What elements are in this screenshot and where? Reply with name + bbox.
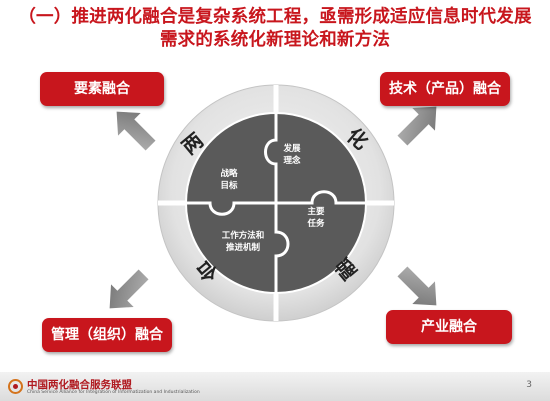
page-number: 3: [526, 380, 532, 390]
piece-label-concept-2: 理念: [283, 155, 301, 166]
piece-label-methods-1: 工作方法和: [222, 230, 265, 241]
footer-org-name-en: China Service Alliance for Integration o…: [27, 390, 200, 395]
alliance-logo-icon: [8, 379, 23, 394]
footer-bar: 中国两化融合服务联盟 China Service Alliance for In…: [0, 372, 550, 401]
box-technology-integration: 技术（产品）融合: [380, 72, 510, 106]
slide-title-line2: 需求的系统化新理论和新方法: [159, 30, 391, 50]
piece-label-strategy-1: 战略: [220, 168, 238, 179]
arrow-top-right-icon: [397, 106, 437, 146]
footer-org-name: 中国两化融合服务联盟: [27, 379, 132, 391]
piece-label-methods-2: 推进机制: [226, 242, 261, 253]
piece-label-strategy-2: 目标: [220, 180, 238, 191]
piece-label-tasks-1: 主要: [307, 206, 325, 217]
box-factor-integration: 要素融合: [40, 72, 164, 106]
piece-label-tasks-2: 任务: [306, 218, 325, 229]
box-management-integration: 管理（组织）融合: [42, 318, 172, 352]
slide-title-line1: （一）推进两化融合是复杂系统工程，亟需形成适应信息时代发展: [18, 7, 532, 27]
arrow-top-left-icon: [116, 111, 156, 151]
puzzle-circle: [186, 113, 366, 293]
slide-title: （一）推进两化融合是复杂系统工程，亟需形成适应信息时代发展 需求的系统化新理论和…: [0, 6, 550, 52]
box-industry-integration: 产业融合: [386, 310, 512, 344]
arrow-bottom-right-icon: [397, 266, 437, 306]
piece-label-concept-1: 发展: [282, 143, 301, 154]
arrow-bottom-left-icon: [109, 269, 149, 309]
puzzle-circle-edge: [185, 112, 367, 294]
